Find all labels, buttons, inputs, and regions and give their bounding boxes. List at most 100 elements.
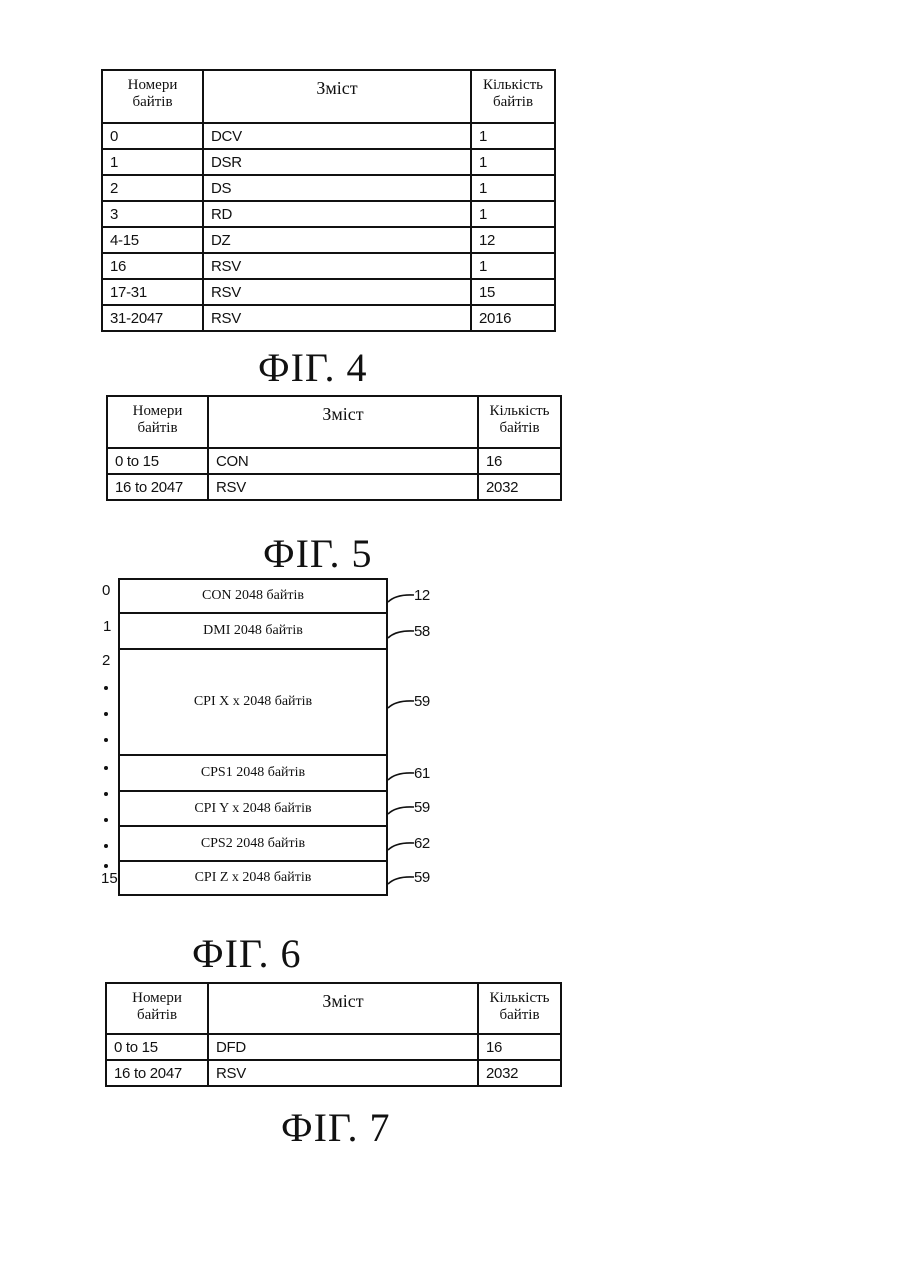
cell-byte-number: 4-15: [102, 227, 203, 253]
reference-numeral: 12: [414, 587, 430, 604]
cell-byte-number: 16 to 2047: [107, 474, 208, 500]
ellipsis-dot: [104, 766, 108, 770]
cell-byte-number: 1: [102, 149, 203, 175]
reference-numeral: 59: [414, 799, 430, 816]
leader-line: [388, 843, 414, 850]
table-row: 0 to 15CON16: [107, 448, 561, 474]
leader-line: [388, 877, 414, 884]
leader-line: [388, 631, 414, 638]
cell-byte-number: 0 to 15: [107, 448, 208, 474]
cell-byte-count: 15: [471, 279, 555, 305]
fig6-caption: ФІГ. 6: [192, 930, 302, 977]
table-header-row: Номери байтів Зміст Кількість байтів: [107, 396, 561, 448]
cell-content: RSV: [203, 253, 471, 279]
index-label: 2: [102, 652, 110, 669]
block-label: CPS1 2048 байтів: [201, 765, 305, 781]
cell-byte-count: 1: [471, 253, 555, 279]
table-row: 0 to 15DFD16: [106, 1034, 561, 1060]
table-header-row: Номери байтів Зміст Кількість байтів: [102, 70, 555, 123]
table-row: 4-15DZ12: [102, 227, 555, 253]
block-label: CPI Y x 2048 байтів: [194, 801, 311, 817]
leader-line: [388, 807, 414, 814]
fig4-table: Номери байтів Зміст Кількість байтів 0DC…: [101, 69, 556, 332]
block-cpi-z: CPI Z x 2048 байтів: [118, 860, 388, 896]
index-label: 0: [102, 582, 110, 599]
reference-numeral: 59: [414, 869, 430, 886]
ellipsis-dot: [104, 792, 108, 796]
ellipsis-dot: [104, 818, 108, 822]
block-label: CPI X x 2048 байтів: [194, 694, 312, 710]
table-row: 16 to 2047RSV2032: [107, 474, 561, 500]
table-row: 1DSR1: [102, 149, 555, 175]
table-row: 31-2047RSV2016: [102, 305, 555, 331]
header-byte-count: Кількість байтів: [478, 396, 561, 448]
cell-byte-count: 2016: [471, 305, 555, 331]
fig7-table: Номери байтів Зміст Кількість байтів 0 t…: [105, 982, 562, 1087]
cell-byte-count: 12: [471, 227, 555, 253]
index-label: 1: [103, 618, 111, 635]
block-label: CPS2 2048 байтів: [201, 836, 305, 852]
cell-content: DFD: [208, 1034, 478, 1060]
block-con: CON 2048 байтів: [118, 578, 388, 614]
fig5-caption: ФІГ. 5: [263, 530, 373, 577]
cell-content: RSV: [203, 305, 471, 331]
block-label: CON 2048 байтів: [202, 588, 304, 604]
index-label: 15: [101, 870, 118, 887]
fig5-table: Номери байтів Зміст Кількість байтів 0 t…: [106, 395, 562, 501]
fig4-caption: ФІГ. 4: [258, 344, 368, 391]
block-label: DMI 2048 байтів: [203, 623, 303, 639]
cell-byte-count: 1: [471, 149, 555, 175]
cell-content: CON: [208, 448, 478, 474]
header-byte-numbers: Номери байтів: [102, 70, 203, 123]
cell-byte-count: 16: [478, 448, 561, 474]
cell-byte-count: 2032: [478, 1060, 561, 1086]
cell-byte-number: 2: [102, 175, 203, 201]
cell-content: DS: [203, 175, 471, 201]
block-cps1: CPS1 2048 байтів: [118, 754, 388, 792]
reference-numeral: 61: [414, 765, 430, 782]
cell-byte-number: 17-31: [102, 279, 203, 305]
fig7-caption: ФІГ. 7: [281, 1104, 391, 1151]
cell-content: RD: [203, 201, 471, 227]
block-cpi-y: CPI Y x 2048 байтів: [118, 790, 388, 827]
header-content: Зміст: [208, 983, 478, 1034]
cell-byte-number: 31-2047: [102, 305, 203, 331]
reference-numeral: 59: [414, 693, 430, 710]
block-dmi: DMI 2048 байтів: [118, 612, 388, 650]
leader-line: [388, 701, 414, 708]
table-row: 2DS1: [102, 175, 555, 201]
fig6-memory-map: CON 2048 байтів DMI 2048 байтів CPI X x …: [118, 578, 388, 896]
cell-byte-count: 1: [471, 201, 555, 227]
header-byte-count: Кількість байтів: [471, 70, 555, 123]
header-byte-numbers: Номери байтів: [106, 983, 208, 1034]
cell-byte-number: 3: [102, 201, 203, 227]
cell-content: RSV: [208, 474, 478, 500]
cell-byte-number: 16 to 2047: [106, 1060, 208, 1086]
leader-line: [388, 595, 414, 602]
cell-content: RSV: [203, 279, 471, 305]
header-byte-count: Кількість байтів: [478, 983, 561, 1034]
ellipsis-dot: [104, 844, 108, 848]
block-cps2: CPS2 2048 байтів: [118, 825, 388, 862]
cell-content: DCV: [203, 123, 471, 149]
reference-numeral: 58: [414, 623, 430, 640]
ellipsis-dot: [104, 738, 108, 742]
ellipsis-dot: [104, 712, 108, 716]
cell-byte-number: 0 to 15: [106, 1034, 208, 1060]
table-row: 17-31RSV15: [102, 279, 555, 305]
cell-byte-count: 1: [471, 123, 555, 149]
leader-line: [388, 773, 414, 780]
table-row: 0DCV1: [102, 123, 555, 149]
cell-content: RSV: [208, 1060, 478, 1086]
header-content: Зміст: [208, 396, 478, 448]
cell-byte-count: 1: [471, 175, 555, 201]
ellipsis-dot: [104, 686, 108, 690]
header-byte-numbers: Номери байтів: [107, 396, 208, 448]
table-row: 16 to 2047RSV2032: [106, 1060, 561, 1086]
block-label: CPI Z x 2048 байтів: [195, 870, 312, 886]
cell-byte-count: 2032: [478, 474, 561, 500]
cell-content: DSR: [203, 149, 471, 175]
table-row: 3RD1: [102, 201, 555, 227]
header-content: Зміст: [203, 70, 471, 123]
block-cpi-x: CPI X x 2048 байтів: [118, 648, 388, 756]
